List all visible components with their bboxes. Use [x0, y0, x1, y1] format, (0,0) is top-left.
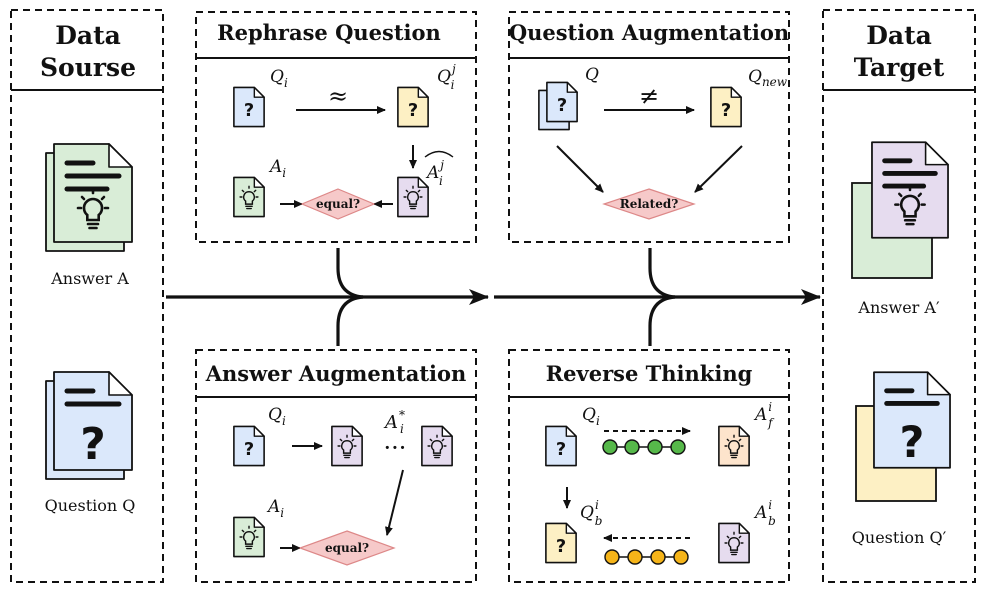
rephrase-diamond-shape: [300, 188, 376, 220]
question-augmentation-panel: Question Augmentation Q ≠ Qnew Related?: [508, 11, 790, 243]
reverse-title: Reverse Thinking: [546, 361, 753, 386]
rephrase-variant-question-icon: [397, 86, 429, 128]
aaug-question-icon: [233, 425, 265, 467]
data-source-title-line1: Data: [55, 21, 121, 50]
merge-curve-answer-aug: [336, 295, 364, 346]
reverse-forward-answer-icon: [718, 425, 750, 467]
rephrase-hat-accent: [424, 150, 454, 158]
aaug-astar-label: A*i: [383, 408, 405, 436]
qaug-title: Question Augmentation: [509, 20, 789, 45]
qaug-qnew-label: Qnew: [748, 67, 788, 89]
rephrase-title: Rephrase Question: [217, 20, 441, 45]
data-source-panel: Data Sourse Answer A Question Q: [10, 9, 164, 583]
reverse-forward-reasoning-steps: [602, 439, 686, 455]
rephrase-equal-diamond: equal?: [300, 188, 376, 220]
forward-step-dot: [624, 439, 640, 455]
forward-step-dot: [647, 439, 663, 455]
backward-step-dot: [604, 549, 620, 565]
source-answer-doc-front: [54, 144, 132, 242]
backward-step-dot: [627, 549, 643, 565]
reverse-backward-reasoning-steps: [604, 549, 689, 565]
target-question-doc-front: [874, 372, 950, 468]
aaug-equal-diamond: equal?: [298, 530, 396, 566]
rephrase-generated-answer-icon: [397, 176, 429, 218]
aaug-candidate-answer-icon-2: [421, 425, 453, 467]
aaug-title: Answer Augmentation: [205, 361, 467, 386]
rephrase-diamond-label: equal?: [316, 197, 360, 211]
qaug-arrow-q-to-diamond: [556, 145, 604, 193]
qaug-arrow-qnew-to-diamond: [694, 145, 743, 193]
qaug-diamond-shape: [602, 188, 696, 220]
answer-augmentation-panel: Answer Augmentation Qi A*i ··· Ai equal?: [195, 349, 477, 583]
aaug-ellipsis: ···: [384, 434, 407, 462]
reverse-backward-question-icon: [545, 522, 577, 564]
source-answer-doc-icon: [46, 144, 132, 251]
target-answer-doc-icon: [851, 142, 948, 279]
reverse-backward-answer-icon: [718, 522, 750, 564]
target-answer-doc-front: [872, 142, 948, 238]
forward-step-dot: [602, 439, 618, 455]
aaug-diamond-shape: [298, 530, 396, 566]
aaug-a-label: Ai: [266, 497, 284, 520]
qaug-new-question-icon: [710, 86, 742, 128]
qaug-question-front: [546, 81, 578, 123]
source-question-doc-icon: [46, 372, 132, 479]
aaug-arrow-candidates-to-diamond: [385, 469, 404, 536]
rephrase-approx-symbol: ≈: [328, 82, 348, 110]
aaug-candidate-answer-icon-1: [331, 425, 363, 467]
rephrase-q-label: Qi: [270, 67, 288, 90]
aaug-answer-icon: [233, 516, 265, 558]
data-target-title-line1: Data: [866, 21, 932, 50]
target-question-label: Question Q′: [852, 528, 947, 547]
aaug-q-label: Qi: [268, 405, 286, 428]
merge-curve-reverse: [648, 295, 676, 346]
source-answer-label: Answer A: [50, 269, 129, 288]
rephrase-a-label: Ai: [268, 157, 286, 180]
qaug-related-diamond: Related?: [602, 188, 696, 220]
backward-step-dot: [673, 549, 689, 565]
target-question-doc-icon: [855, 372, 950, 502]
qaug-diamond-label: Related?: [620, 197, 679, 211]
qaug-neq-symbol: ≠: [639, 82, 659, 110]
data-source-title-line2: Sourse: [40, 53, 136, 82]
qaug-q-label: Q: [585, 65, 599, 85]
source-question-label: Question Q: [45, 496, 136, 515]
data-target-panel: Data Target Answer A′ Question Q′: [822, 9, 976, 583]
reverse-q-label: Qi: [582, 405, 600, 428]
source-question-doc-front: [54, 372, 132, 470]
merge-curve-rephrase: [336, 248, 364, 299]
forward-step-dot: [670, 439, 686, 455]
rephrase-answer-icon: [233, 176, 265, 218]
aaug-diamond-label: equal?: [325, 541, 369, 555]
backward-step-dot: [650, 549, 666, 565]
data-target-title-line2: Target: [854, 53, 945, 82]
reverse-question-icon: [545, 425, 577, 467]
target-answer-label: Answer A′: [857, 298, 940, 317]
merge-curve-question-aug: [648, 248, 676, 299]
rephrase-question-icon: [233, 86, 265, 128]
main-flow-arrows: [166, 248, 821, 346]
